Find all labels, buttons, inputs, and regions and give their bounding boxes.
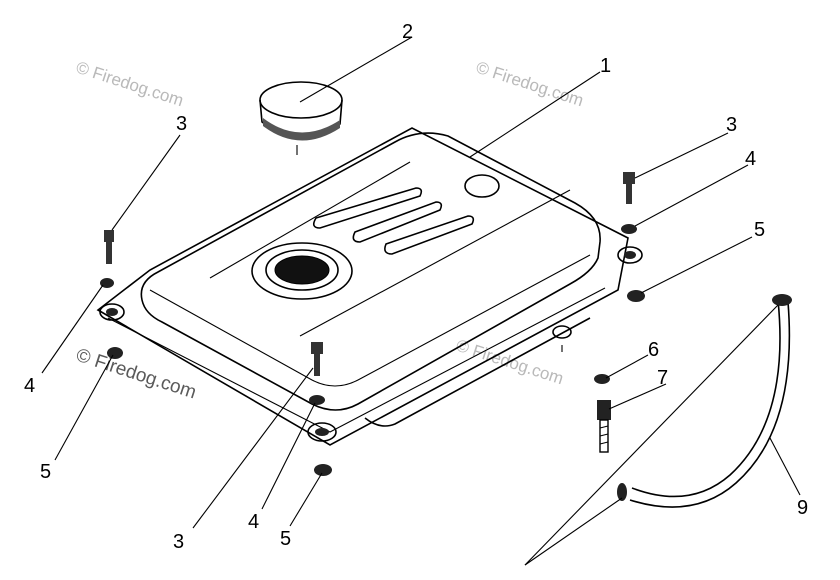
fuel-line	[617, 294, 792, 508]
bolt-right	[623, 172, 635, 204]
washer-right	[621, 224, 637, 234]
callout-5-bottom: 5	[280, 528, 291, 550]
fuel-cap	[259, 81, 343, 155]
nut-left	[107, 347, 123, 359]
bolt-left	[104, 230, 114, 264]
callout-7-drain-bolt: 7	[657, 367, 668, 389]
callout-3-right: 3	[726, 114, 737, 136]
drain-bolt	[597, 400, 611, 453]
washer-left	[100, 278, 114, 288]
callout-2-cap: 2	[402, 21, 413, 43]
callout-9-fuel-line: 9	[797, 497, 808, 519]
small-washer	[594, 374, 610, 384]
callout-5-right: 5	[754, 219, 765, 241]
callout-4-left: 4	[24, 375, 35, 397]
callout-1-tank: 1	[600, 55, 611, 77]
watermark-left-mid: © Firedog.com	[73, 345, 198, 404]
fuel-tank	[96, 127, 643, 446]
callout-6-small-washer: 6	[648, 339, 659, 361]
callout-3-left: 3	[176, 113, 187, 135]
watermark-top-right: © Firedog.com	[474, 58, 586, 111]
callout-4-bottom: 4	[248, 511, 259, 533]
watermark-top-left: © Firedog.com	[74, 58, 186, 111]
nut-right	[627, 290, 645, 302]
washer-bottom	[309, 395, 325, 405]
callout-3-bottom: 3	[173, 531, 184, 553]
nut-bottom	[314, 464, 332, 476]
callout-4-right: 4	[745, 148, 756, 170]
callout-5-left: 5	[40, 461, 51, 483]
bolt-bottom	[311, 342, 323, 376]
leader-lines	[41, 36, 801, 566]
